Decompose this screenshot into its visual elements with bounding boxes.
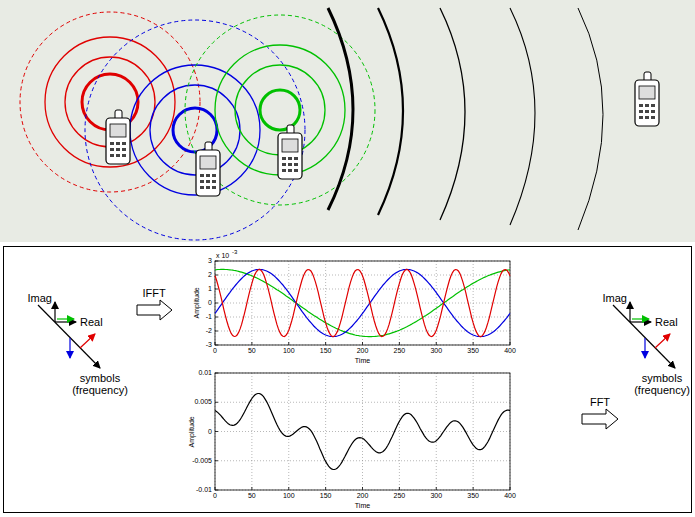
bottom-panel	[4, 247, 692, 513]
tick	[215, 331, 218, 332]
grid-line	[215, 289, 510, 290]
grid-line	[288, 373, 289, 490]
tick	[215, 275, 218, 276]
tick-label: 350	[467, 347, 479, 355]
axis-label: Imag	[603, 292, 627, 304]
grid-line	[436, 373, 437, 490]
tick	[436, 342, 437, 345]
tick-label: 100	[283, 347, 295, 355]
tick-label: 0	[208, 428, 212, 436]
tick-label: 0	[213, 492, 217, 500]
axis-title: Amplitude	[193, 287, 201, 318]
tick-label: 250	[394, 347, 406, 355]
tick	[215, 460, 218, 461]
tick-label: 50	[248, 492, 256, 500]
tick-label: 0.005	[194, 398, 212, 406]
symbols-label: symbols (frequency)	[72, 372, 128, 396]
tick-label: 400	[504, 347, 516, 355]
axis-label: Real	[655, 316, 678, 328]
tick	[215, 431, 218, 432]
grid-line	[215, 402, 510, 403]
signal-curve	[215, 394, 510, 470]
tick-label: 350	[467, 492, 479, 500]
signal-curve	[215, 269, 510, 336]
tick-label: 0.01	[198, 369, 212, 377]
grid-line	[399, 261, 400, 345]
tick-label: 2	[208, 271, 212, 279]
tick	[362, 487, 363, 490]
grid-line	[399, 373, 400, 490]
grid-line	[325, 261, 326, 345]
tick	[215, 289, 218, 290]
tick-label: 0	[213, 347, 217, 355]
tick-label: 50	[248, 347, 256, 355]
tick	[473, 487, 474, 490]
tick	[215, 303, 218, 304]
axis-title: Time	[355, 502, 370, 510]
symbols-label: symbols (frequency)	[634, 372, 690, 396]
tick	[399, 342, 400, 345]
signal-curve	[215, 269, 510, 336]
grid-line	[215, 317, 510, 318]
tick	[215, 402, 218, 403]
tick-label: 150	[320, 492, 332, 500]
top-panel	[0, 0, 695, 242]
tick	[288, 342, 289, 345]
tick	[362, 342, 363, 345]
tick	[436, 487, 437, 490]
axis-exponent: -3	[232, 249, 237, 256]
tick-label: -0.01	[196, 486, 212, 494]
tick-label: 0	[208, 299, 212, 307]
grid-line	[215, 460, 510, 461]
axis-title: Time	[355, 357, 370, 365]
axis-label: Imag	[28, 292, 52, 304]
tick-label: 300	[430, 347, 442, 355]
plot-axes	[215, 373, 510, 490]
tick-label: -0.005	[192, 457, 212, 465]
tick-label: 150	[320, 347, 332, 355]
axis-title: Amplitude	[188, 416, 196, 447]
tick-label: 1	[208, 285, 212, 293]
tick-label: -1	[206, 313, 212, 321]
transform-label: IFFT	[142, 287, 165, 299]
tick-label: -3	[206, 341, 212, 349]
tick-label: 200	[357, 492, 369, 500]
tick	[399, 487, 400, 490]
tick-label: 400	[504, 492, 516, 500]
tick	[215, 317, 218, 318]
tick	[288, 487, 289, 490]
tick-label: 100	[283, 492, 295, 500]
tick	[325, 487, 326, 490]
tick	[473, 342, 474, 345]
tick-label: -2	[206, 327, 212, 335]
plot-axes	[215, 261, 510, 345]
tick-label: 300	[430, 492, 442, 500]
tick-label: 200	[357, 347, 369, 355]
signal-curve	[215, 269, 510, 336]
tick-label: 250	[394, 492, 406, 500]
tick	[251, 342, 252, 345]
grid-line	[325, 373, 326, 490]
transform-label: FFT	[590, 396, 610, 408]
tick	[251, 487, 252, 490]
tick	[325, 342, 326, 345]
tick-label: 3	[208, 257, 212, 265]
grid-line	[215, 303, 510, 304]
axis-label: Real	[80, 316, 103, 328]
axis-exponent: x 10	[216, 252, 229, 260]
